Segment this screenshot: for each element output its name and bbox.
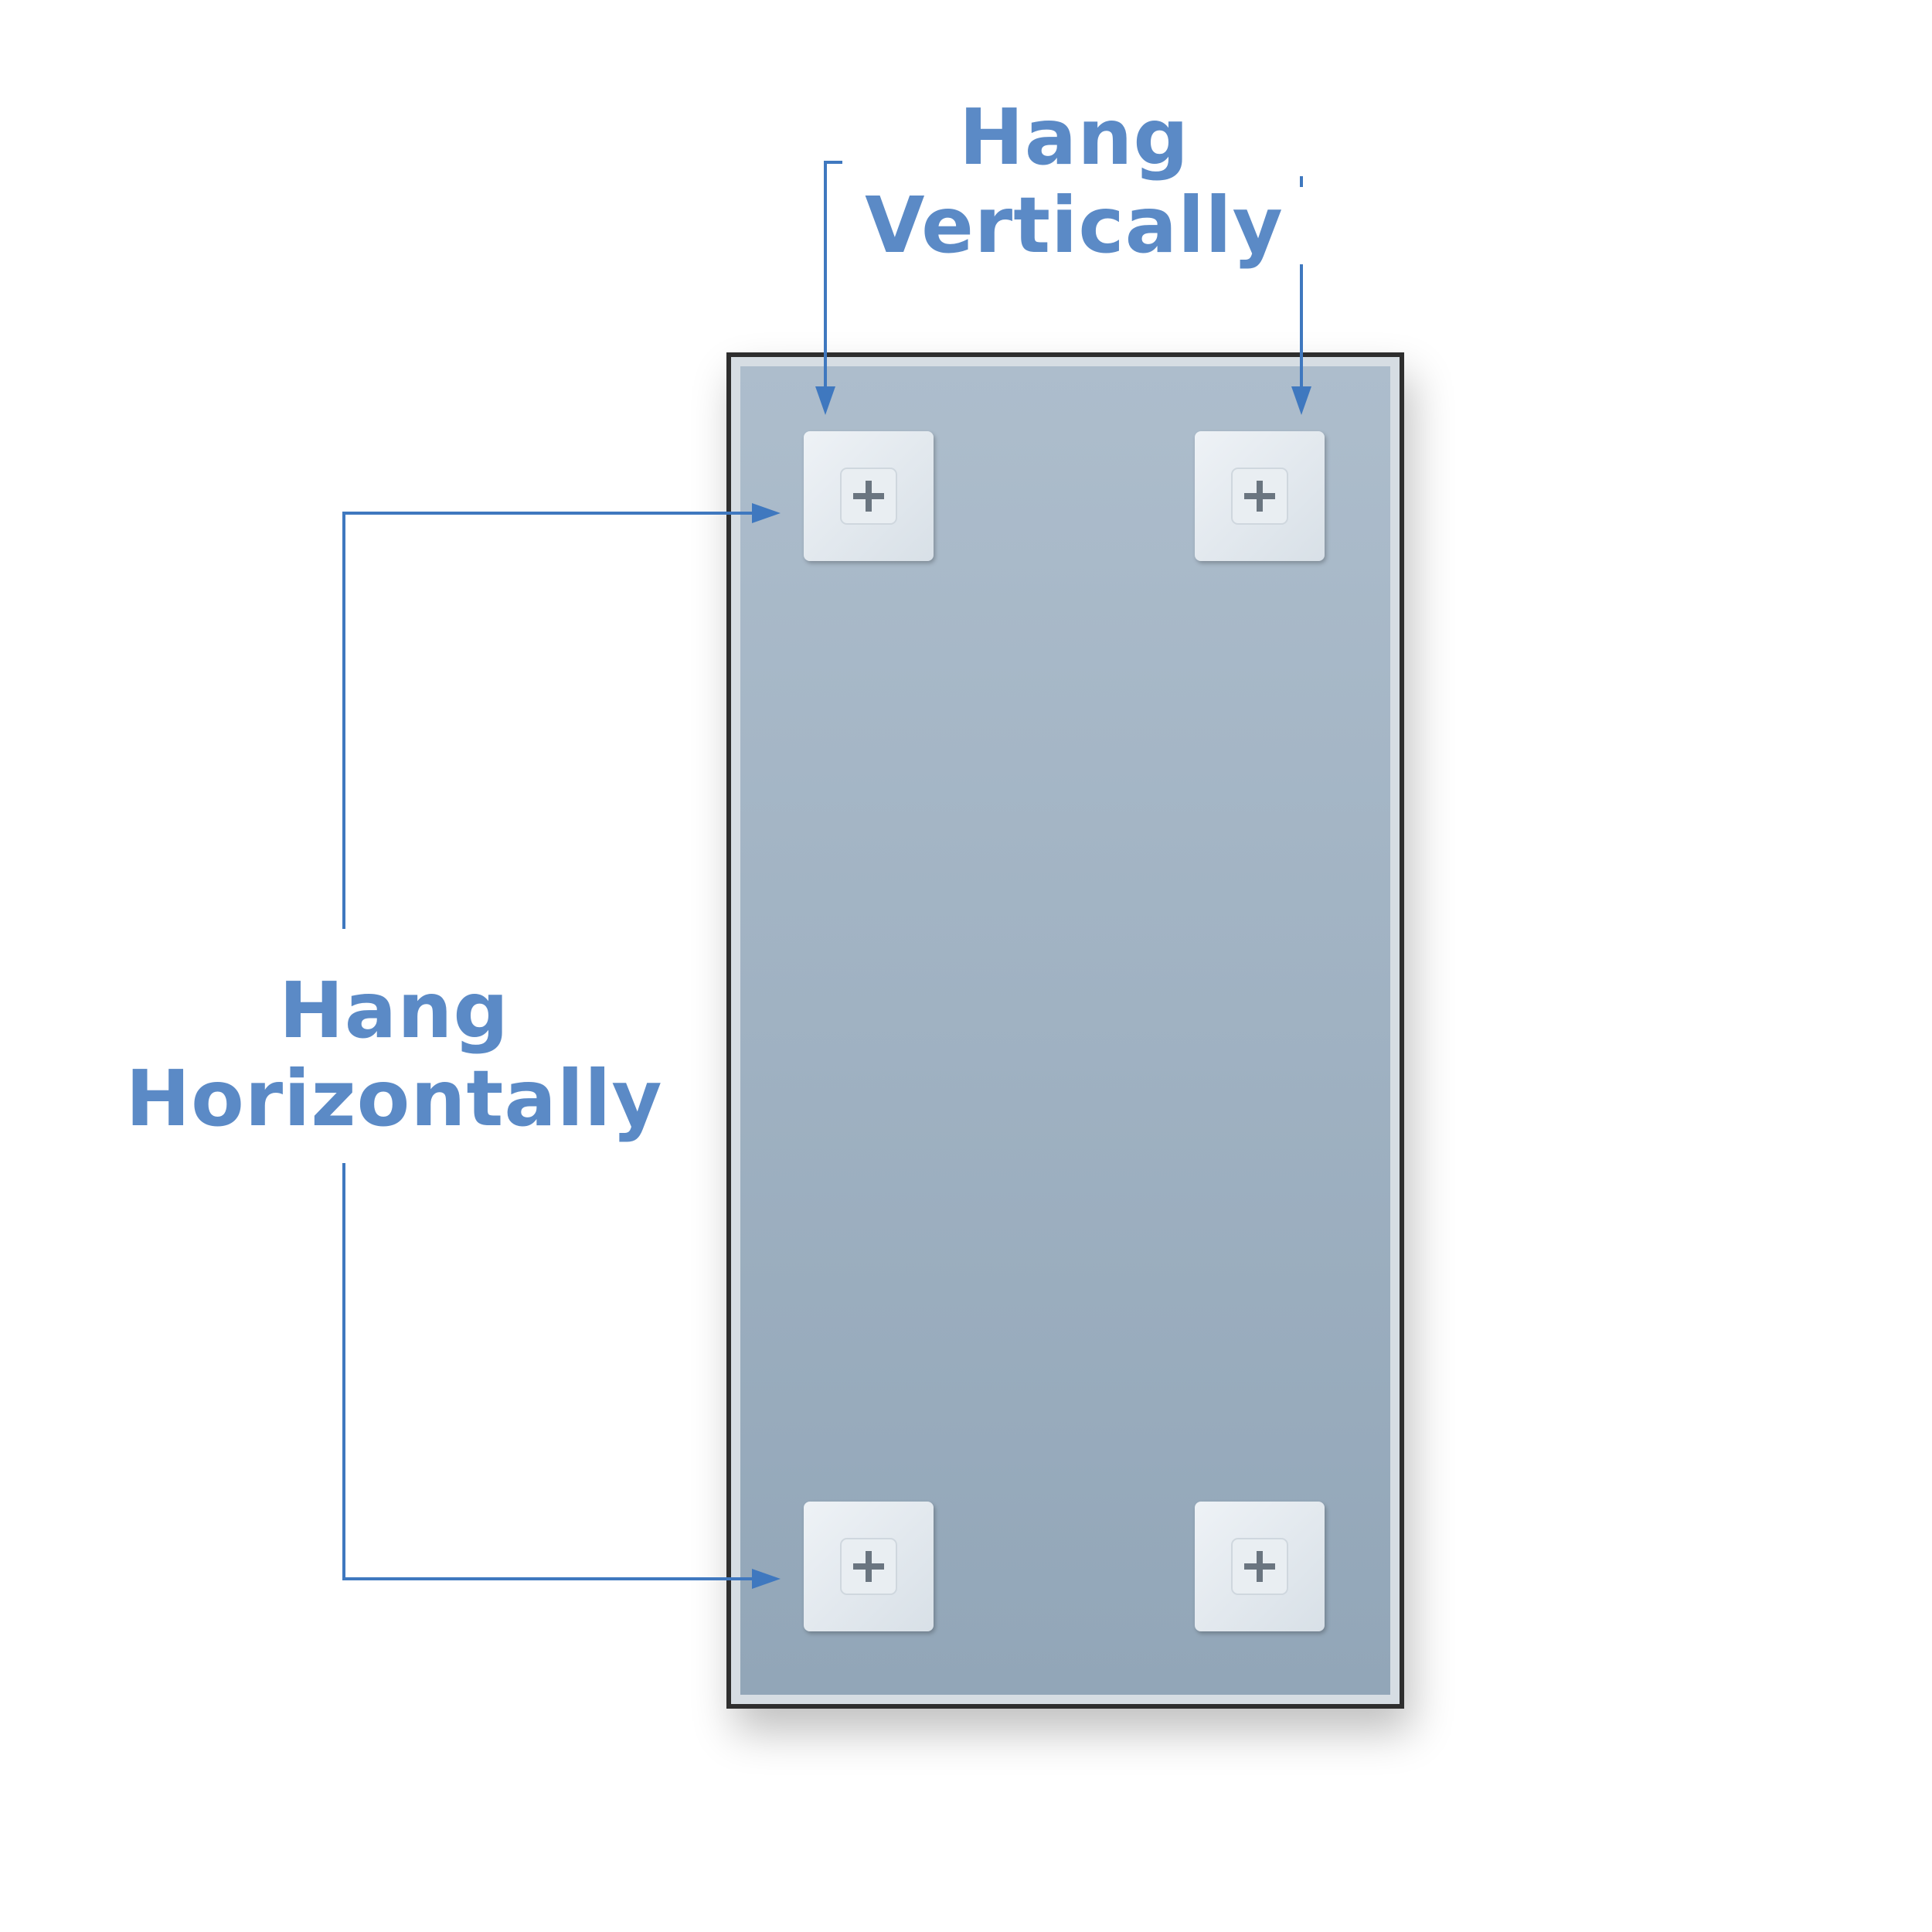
bracket-bottom-right	[1195, 1502, 1325, 1631]
hang-horizontally-label: Hang Horizontally	[124, 972, 665, 1138]
mirror-glass	[740, 366, 1390, 1695]
hang-horizontally-line2: Horizontally	[124, 1060, 665, 1138]
mirror	[726, 352, 1404, 1709]
bracket-bottom-left	[804, 1502, 934, 1631]
arrow-right-top-icon	[752, 503, 781, 523]
arrow-down-left-icon	[815, 386, 835, 415]
hang-vertically-line1: Hang	[842, 99, 1306, 176]
screw-plus-icon	[840, 468, 897, 525]
bracket-top-left	[804, 431, 934, 561]
hang-vertically-line2: Vertically	[842, 187, 1306, 264]
horizontal-callout	[342, 512, 753, 1580]
bracket-top-right	[1195, 431, 1325, 561]
hang-horizontally-line1: Hang	[124, 972, 665, 1049]
horizontal-callout-top-line	[342, 512, 753, 929]
horizontal-callout-bottom-line	[342, 1163, 753, 1580]
screw-plus-icon	[1231, 468, 1288, 525]
hang-vertically-label: Hang Vertically	[842, 99, 1306, 264]
screw-plus-icon	[1231, 1538, 1288, 1595]
screw-plus-icon	[840, 1538, 897, 1595]
arrow-right-bottom-icon	[752, 1569, 781, 1589]
arrow-down-right-icon	[1291, 386, 1311, 415]
